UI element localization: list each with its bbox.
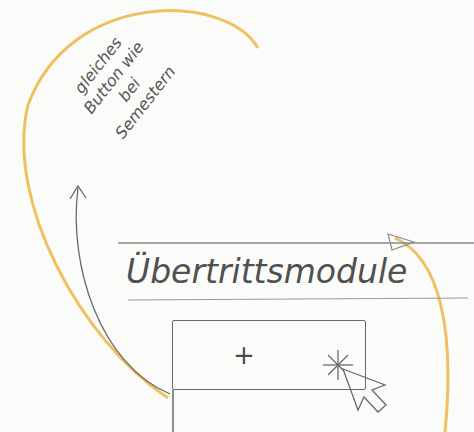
panel-edge [172, 390, 174, 432]
divider-line [118, 242, 474, 243]
section-heading: Übertrittsmodule [126, 252, 471, 292]
triangle-mark [388, 234, 414, 250]
heading-underline [128, 298, 468, 300]
highlight-arc [24, 11, 258, 398]
arrow-head [70, 186, 86, 199]
mouse-cursor [343, 369, 386, 412]
add-button: + [172, 320, 366, 390]
button-label: + [233, 340, 255, 370]
